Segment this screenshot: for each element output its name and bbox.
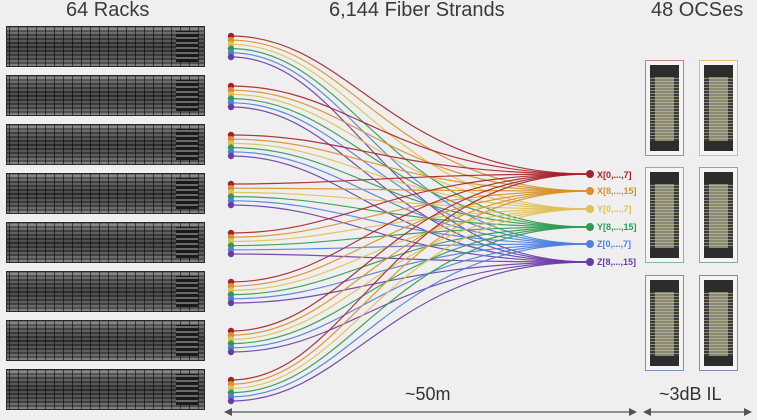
port-label: Y[0,...,7] (597, 204, 632, 214)
ocs-unit (699, 167, 738, 263)
fiber-strand (230, 48, 591, 228)
connector-dot (227, 250, 235, 258)
fiber-strand (230, 190, 591, 238)
connector-dot (227, 299, 235, 307)
fiber-strand (230, 98, 591, 228)
fiber-strand (230, 243, 591, 251)
rack-connector-dots (227, 32, 235, 405)
fiber-strand (230, 155, 591, 263)
rack-image (6, 320, 205, 361)
fiber-strand (230, 191, 591, 210)
port-dot (586, 187, 594, 195)
fiber-strand (230, 243, 591, 398)
rack-image (6, 369, 205, 410)
fiber-strand (230, 93, 591, 210)
port-dot (586, 240, 594, 248)
fiber-strands (230, 35, 591, 402)
port-label: Z[0,...,7] (597, 239, 632, 249)
fiber-strand (230, 147, 591, 228)
fiber-strand (230, 35, 591, 175)
fiber-strand (230, 208, 591, 242)
fiber-strand (230, 173, 591, 381)
fiber-strand (230, 89, 591, 192)
port-dot (586, 258, 594, 266)
connector-dot (227, 152, 235, 160)
arrow-head-left (224, 408, 232, 416)
arrow-head-left (643, 408, 651, 416)
rack-image (6, 173, 205, 214)
fiber-strand (230, 39, 591, 192)
fiber-strand (230, 226, 591, 247)
rack-image (6, 124, 205, 165)
fiber-heading: 6,144 Fiber Strands (329, 0, 505, 21)
rack-image (6, 222, 205, 263)
port-dot (586, 205, 594, 213)
ocs-unit (645, 60, 684, 156)
port-label: Y[8,...,15] (597, 222, 637, 232)
connector-dot (227, 397, 235, 405)
port-label: X[8,...,15] (597, 186, 637, 196)
fiber-strand (230, 200, 591, 245)
fiber-strand (230, 261, 591, 353)
fiber-strand (230, 173, 591, 332)
fiber-strand (230, 261, 591, 304)
fiber-strand (230, 190, 591, 385)
ocs-unit (699, 275, 738, 371)
fiber-strand (230, 43, 591, 210)
rack-image (6, 75, 205, 116)
fiber-strand (230, 56, 591, 263)
fiber-strand (230, 261, 591, 402)
fiber-strand (230, 226, 591, 296)
insertion-loss-label: ~3dB IL (659, 384, 722, 404)
insertion-loss-arrow (643, 408, 752, 416)
fiber-strand (230, 173, 591, 234)
ocs-unit (699, 60, 738, 156)
rack-image (6, 26, 205, 67)
fiber-strand (230, 102, 591, 245)
fiber-strand (230, 226, 591, 345)
racks-heading: 64 Racks (66, 0, 150, 21)
ocs-unit (645, 275, 684, 371)
connector-dot (227, 53, 235, 61)
fiber-strand (230, 253, 591, 263)
connector-dot (227, 103, 235, 111)
connector-dot (227, 201, 235, 209)
port-dot (586, 170, 594, 178)
fiber-strand (230, 85, 591, 175)
fiber-strand (230, 173, 591, 185)
fiber-strand (230, 208, 591, 389)
fiber-strand (230, 243, 591, 300)
fiber-strand (230, 226, 591, 394)
port-label: X[0,...,7] (597, 170, 632, 180)
fiber-strand (230, 190, 591, 287)
fiber-strand (230, 187, 591, 192)
fiber-strand (230, 106, 591, 263)
fiber-strand (230, 208, 591, 340)
fiber-strand (230, 243, 591, 349)
connector-dot (227, 348, 235, 356)
fiber-strand (230, 204, 591, 263)
rack-image (6, 271, 205, 312)
fiber-strand (230, 173, 591, 283)
fiber-strand (230, 151, 591, 245)
fiber-strand (230, 208, 591, 291)
fiber-strand (230, 134, 591, 175)
distance-arrow (224, 408, 637, 416)
ocs-unit (645, 167, 684, 263)
fiber-strand (230, 142, 591, 210)
distance-label: ~50m (405, 384, 451, 404)
port-dot (586, 223, 594, 231)
fiber-strand (230, 52, 591, 245)
fiber-strand (230, 138, 591, 192)
fiber-strand (230, 190, 591, 336)
fiber-strand (230, 196, 591, 228)
port-label: Z[8,...,15] (597, 257, 637, 267)
ocs-heading: 48 OCSes (651, 0, 744, 21)
arrow-head-right (744, 408, 752, 416)
arrow-head-right (629, 408, 637, 416)
